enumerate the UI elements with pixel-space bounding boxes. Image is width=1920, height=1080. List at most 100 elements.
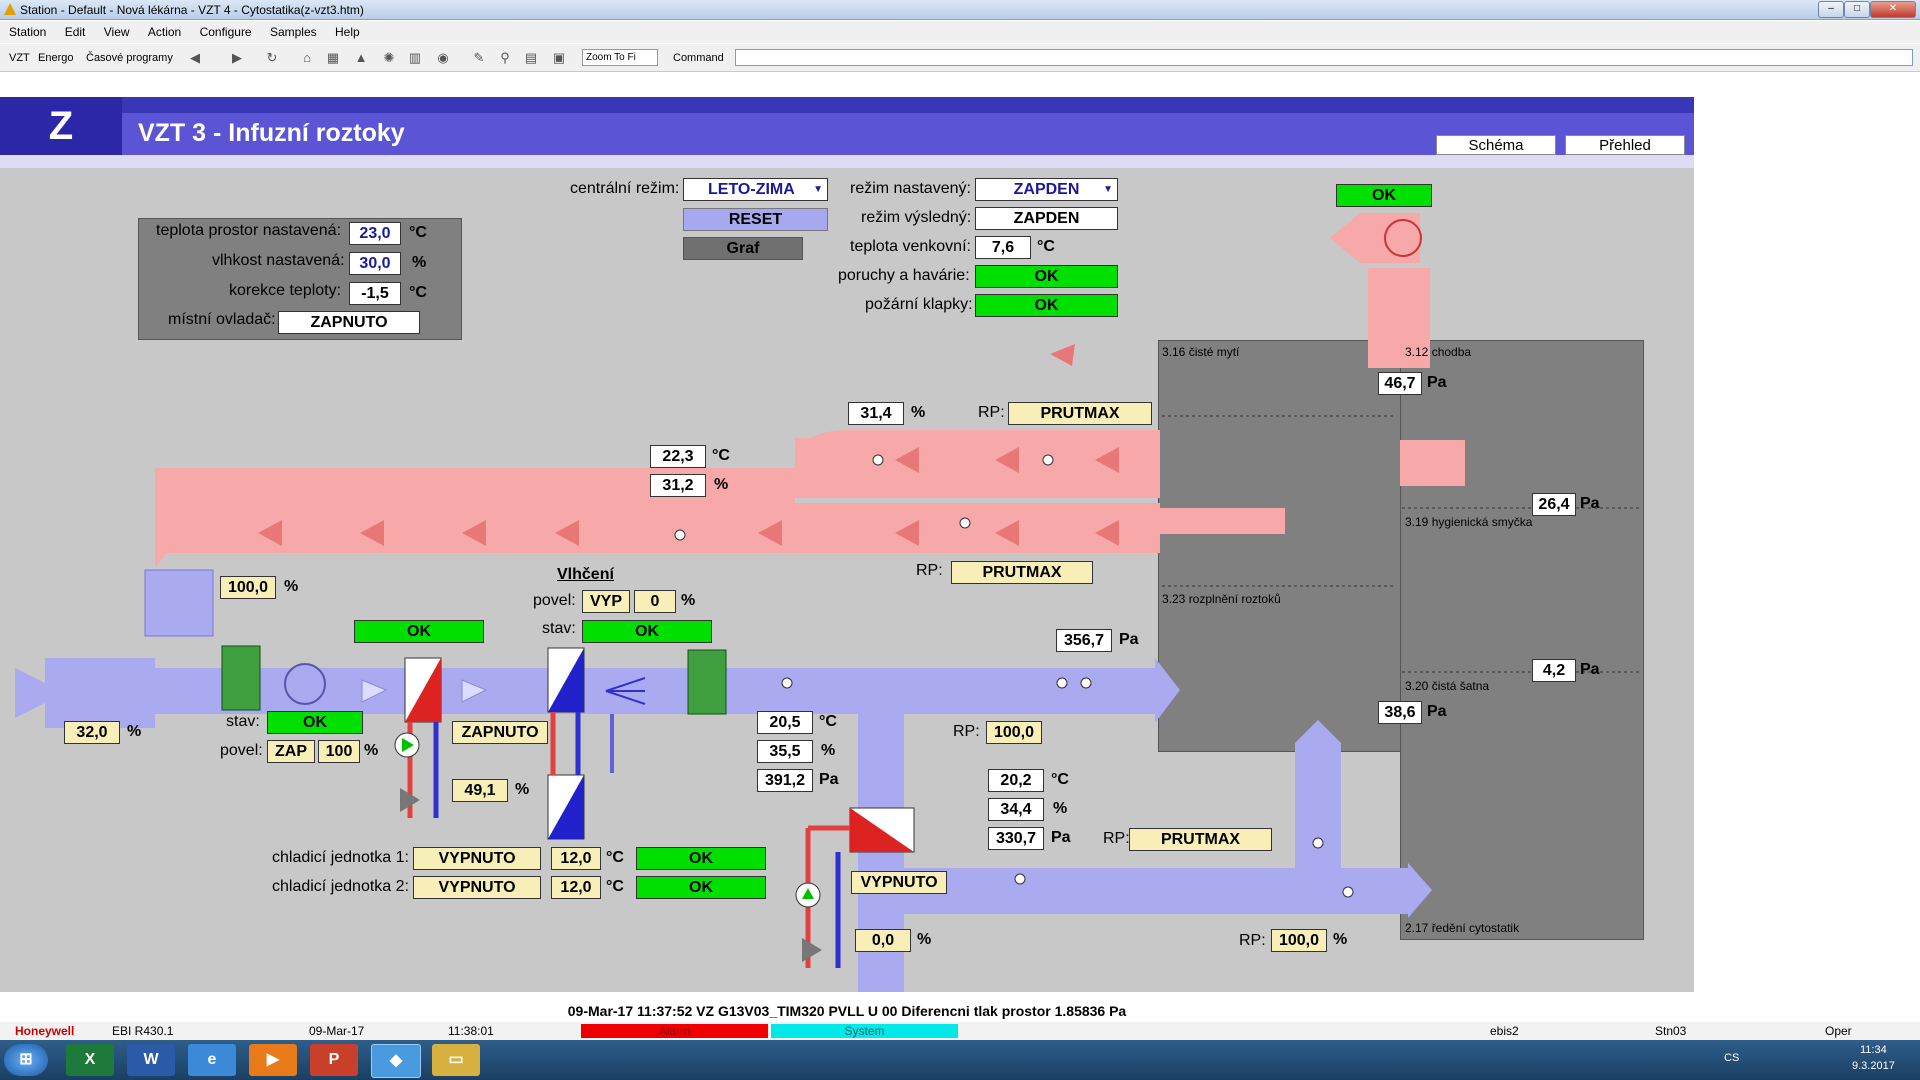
temp-setpoint-label: teplota prostor nastavená: (156, 222, 342, 239)
toolbar-vzt[interactable]: VZT (9, 52, 30, 64)
tray-date[interactable]: 9.3.2017 (1852, 1060, 1895, 1072)
fan-percent[interactable]: 100 (318, 740, 360, 763)
footer-time: 11:38:01 (448, 1024, 494, 1038)
menu-station[interactable]: Station (9, 25, 47, 39)
alarm-indicator[interactable]: Alarm (581, 1024, 768, 1038)
trend-icon[interactable]: ▥ (408, 50, 422, 65)
chiller1-temp: 12,0 (551, 847, 601, 870)
back-icon[interactable]: ◀ (190, 50, 200, 65)
refresh-icon[interactable]: ↻ (266, 50, 278, 65)
return-duct-top (795, 438, 1160, 498)
word-icon[interactable]: W (127, 1044, 175, 1076)
maximize-button[interactable]: □ (1844, 1, 1870, 18)
supply-rp2-value: PRUTMAX (1129, 828, 1272, 851)
room-lower-pressure: 38,6 (1378, 701, 1422, 724)
graph-button[interactable]: Graf (683, 237, 803, 260)
supply2-pressure-value: 330,7 (988, 827, 1044, 850)
station-app-icon[interactable]: ◆ (371, 1044, 421, 1078)
explorer-icon[interactable]: ▭ (432, 1044, 480, 1076)
start-button[interactable]: ⊞ (4, 1044, 48, 1076)
zoom-select[interactable]: Zoom To Fi (582, 49, 658, 66)
language-indicator[interactable]: CS (1724, 1052, 1740, 1064)
honeywell-logo: Honeywell (15, 1024, 75, 1038)
tab-schema[interactable]: Schéma (1436, 135, 1556, 155)
mode-set-select[interactable]: ZAPDEN▼ (975, 178, 1118, 201)
search-icon[interactable]: ⚲ (500, 50, 510, 65)
return-rp-value: PRUTMAX (1008, 402, 1152, 425)
room-312-label: 3.12 chodba (1405, 345, 1472, 359)
humid-command[interactable]: VYP (582, 590, 630, 613)
excel-icon[interactable]: X (66, 1044, 114, 1076)
intake-damper-value: 32,0 (64, 721, 120, 744)
edit-icon[interactable]: ✎ (473, 50, 485, 65)
chiller1-temp-unit: °C (606, 849, 624, 866)
hum-setpoint-value[interactable]: 30,0 (349, 252, 401, 275)
chiller2-label: chladicí jednotka 2: (272, 878, 409, 895)
close-button[interactable]: ✕ (1870, 1, 1916, 18)
room-312-pressure: 46,7 (1378, 372, 1422, 395)
menu-help[interactable]: Help (334, 25, 360, 39)
central-mode-select[interactable]: LETO-ZIMA▼ (683, 178, 828, 201)
room-320-unit: Pa (1580, 661, 1600, 678)
light-icon[interactable]: ✺ (383, 50, 395, 65)
command-label: Command (673, 52, 724, 64)
menu-view[interactable]: View (103, 25, 130, 39)
ie-icon[interactable]: e (188, 1044, 236, 1076)
mode-result-value: ZAPDEN (975, 207, 1118, 230)
window-title-bar[interactable]: Station - Default - Nová lékárna - VZT 4… (0, 0, 1920, 20)
forward-icon[interactable]: ▶ (232, 50, 242, 65)
menu-samples[interactable]: Samples (269, 25, 317, 39)
duct-pressure-value: 356,7 (1056, 629, 1112, 652)
temp-setpoint-value[interactable]: 23,0 (349, 222, 401, 245)
minimize-button[interactable]: – (1818, 1, 1844, 18)
fan-command[interactable]: ZAP (267, 740, 315, 763)
fire-dampers-status: OK (975, 294, 1118, 317)
room-319-unit: Pa (1580, 495, 1600, 512)
command-input[interactable] (735, 49, 1913, 66)
supply-hum-value: 35,5 (757, 740, 813, 763)
chiller2-status: OK (636, 876, 766, 899)
system-indicator[interactable]: System (771, 1024, 958, 1038)
building-icon[interactable]: ▦ (326, 50, 340, 65)
reheat-pump-status: VYPNUTO (851, 871, 947, 894)
window-title: Station - Default - Nová lékárna - VZT 4… (20, 3, 364, 17)
supply-arrows (361, 679, 488, 703)
menu-edit[interactable]: Edit (64, 25, 86, 39)
tray-clock[interactable]: 11:34 (1860, 1044, 1887, 1056)
view-icon[interactable]: ◉ (437, 50, 449, 65)
intake-damper-unit: % (127, 723, 142, 740)
hum-setpoint-label: vlhkost nastavená: (212, 252, 345, 269)
reset-button[interactable]: RESET (683, 208, 828, 231)
mode-set-label: režim nastavený: (850, 180, 971, 197)
heater-status: OK (354, 620, 484, 643)
menu-action[interactable]: Action (147, 25, 182, 39)
media-icon[interactable]: ▶ (249, 1044, 297, 1076)
toolbar-energo[interactable]: Energo (38, 52, 74, 64)
chiller2-temp-unit: °C (606, 878, 624, 895)
alarm-icon[interactable]: ▲ (354, 50, 368, 65)
central-mode-label: centrální režim: (570, 180, 680, 197)
home-icon[interactable]: ⌂ (303, 50, 311, 65)
return-damper-value: 100,0 (220, 576, 276, 599)
report-icon[interactable]: ▣ (552, 50, 566, 65)
mode-result-label: režim výsledný: (861, 209, 972, 226)
supply-fan (284, 663, 326, 705)
tab-prehled[interactable]: Přehled (1565, 135, 1685, 155)
reheat-valve-unit: % (917, 931, 932, 948)
powerpoint-icon[interactable]: P (310, 1044, 358, 1076)
temp-corr-value[interactable]: -1,5 (349, 282, 401, 305)
humid-status: OK (582, 620, 712, 643)
faults-status: OK (975, 265, 1118, 288)
supply-hum-unit: % (821, 742, 836, 759)
print-icon[interactable]: ▤ (524, 50, 538, 65)
supply-rp2-label: RP: (1103, 830, 1130, 847)
return-duct-branch (795, 508, 1285, 534)
exhaust-duct (1368, 268, 1430, 368)
humid-percent[interactable]: 0 (634, 590, 676, 613)
menu-configure[interactable]: Configure (199, 25, 252, 39)
faults-label: poruchy a havárie: (838, 267, 970, 284)
server-name: ebis2 (1490, 1024, 1519, 1038)
toolbar-programs[interactable]: Časové programy (86, 52, 173, 64)
local-control-value: ZAPNUTO (278, 311, 420, 334)
return-rp-label: RP: (978, 404, 1005, 421)
